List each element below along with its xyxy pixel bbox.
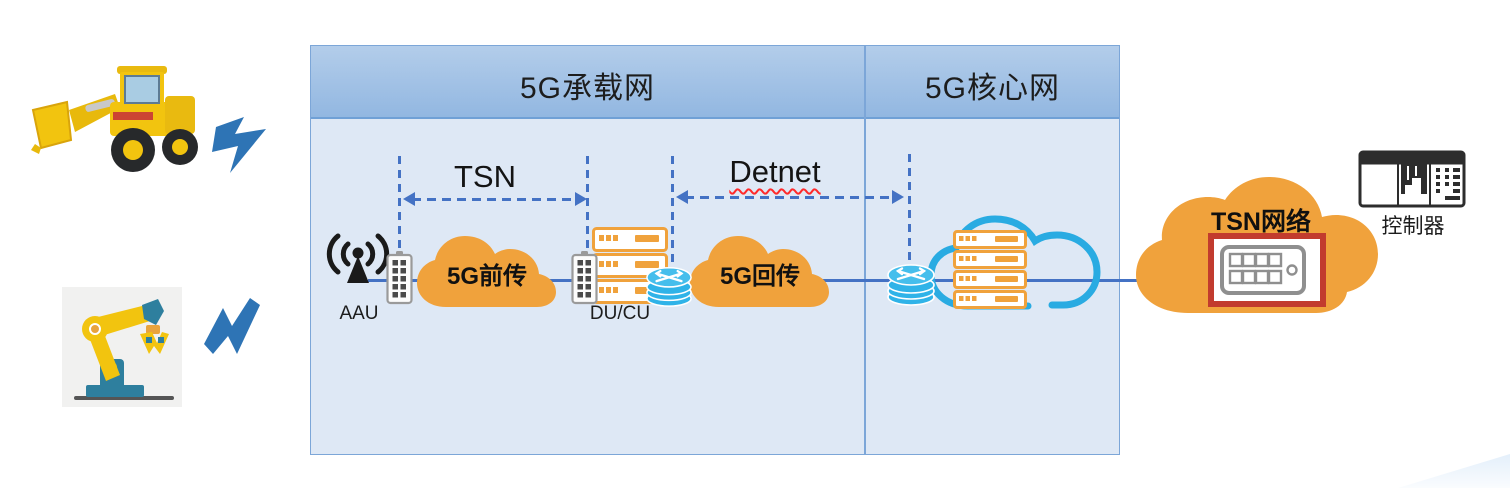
plc-controller-icon <box>1358 150 1466 208</box>
router-icon <box>645 262 693 308</box>
server-stack-icon <box>953 230 1027 310</box>
aau-label: AAU <box>339 303 379 324</box>
bearer-network-title: 5G承载网 <box>519 72 656 105</box>
antenna-icon <box>326 226 390 286</box>
tsn-span-arrow <box>403 192 587 206</box>
tsn-span-left-boundary <box>398 156 401 268</box>
ethernet-switch-icon <box>1220 245 1306 295</box>
detnet-span-left-boundary <box>671 156 674 264</box>
tsn-switch-highlight-box <box>1208 233 1326 307</box>
router-icon <box>886 259 936 307</box>
robot-arm-icon <box>62 287 182 407</box>
backhaul-label: 5G回传 <box>719 262 800 290</box>
tsn-cloud-label: TSN网络 <box>1210 208 1311 236</box>
detnet-span-arrow <box>676 190 904 204</box>
tsn-span-label: TSN <box>454 159 516 194</box>
interface-card-icon <box>571 250 598 305</box>
fronthaul-cloud: 5G前传 <box>413 229 561 315</box>
backhaul-cloud: 5G回传 <box>686 229 834 315</box>
lightning-bolt-icon <box>210 115 272 183</box>
tsn-network-cloud: TSN网络 <box>1128 172 1383 337</box>
panel-divider <box>864 46 866 454</box>
tsn-span-right-boundary <box>586 156 589 264</box>
detnet-span-right-boundary <box>908 154 911 262</box>
lightning-bolt-icon <box>202 296 262 358</box>
panel-header <box>311 46 1119 119</box>
fronthaul-label: 5G前传 <box>446 262 527 290</box>
interface-card-icon <box>386 250 413 305</box>
ducu-label: DU/CU <box>589 303 651 324</box>
core-network-title: 5G核心网 <box>924 72 1061 105</box>
controller-label: 控制器 <box>1381 215 1445 238</box>
wheel-loader-image <box>25 52 200 182</box>
detnet-span-label: Detnet <box>729 154 821 189</box>
corner-artifact <box>1398 454 1510 488</box>
